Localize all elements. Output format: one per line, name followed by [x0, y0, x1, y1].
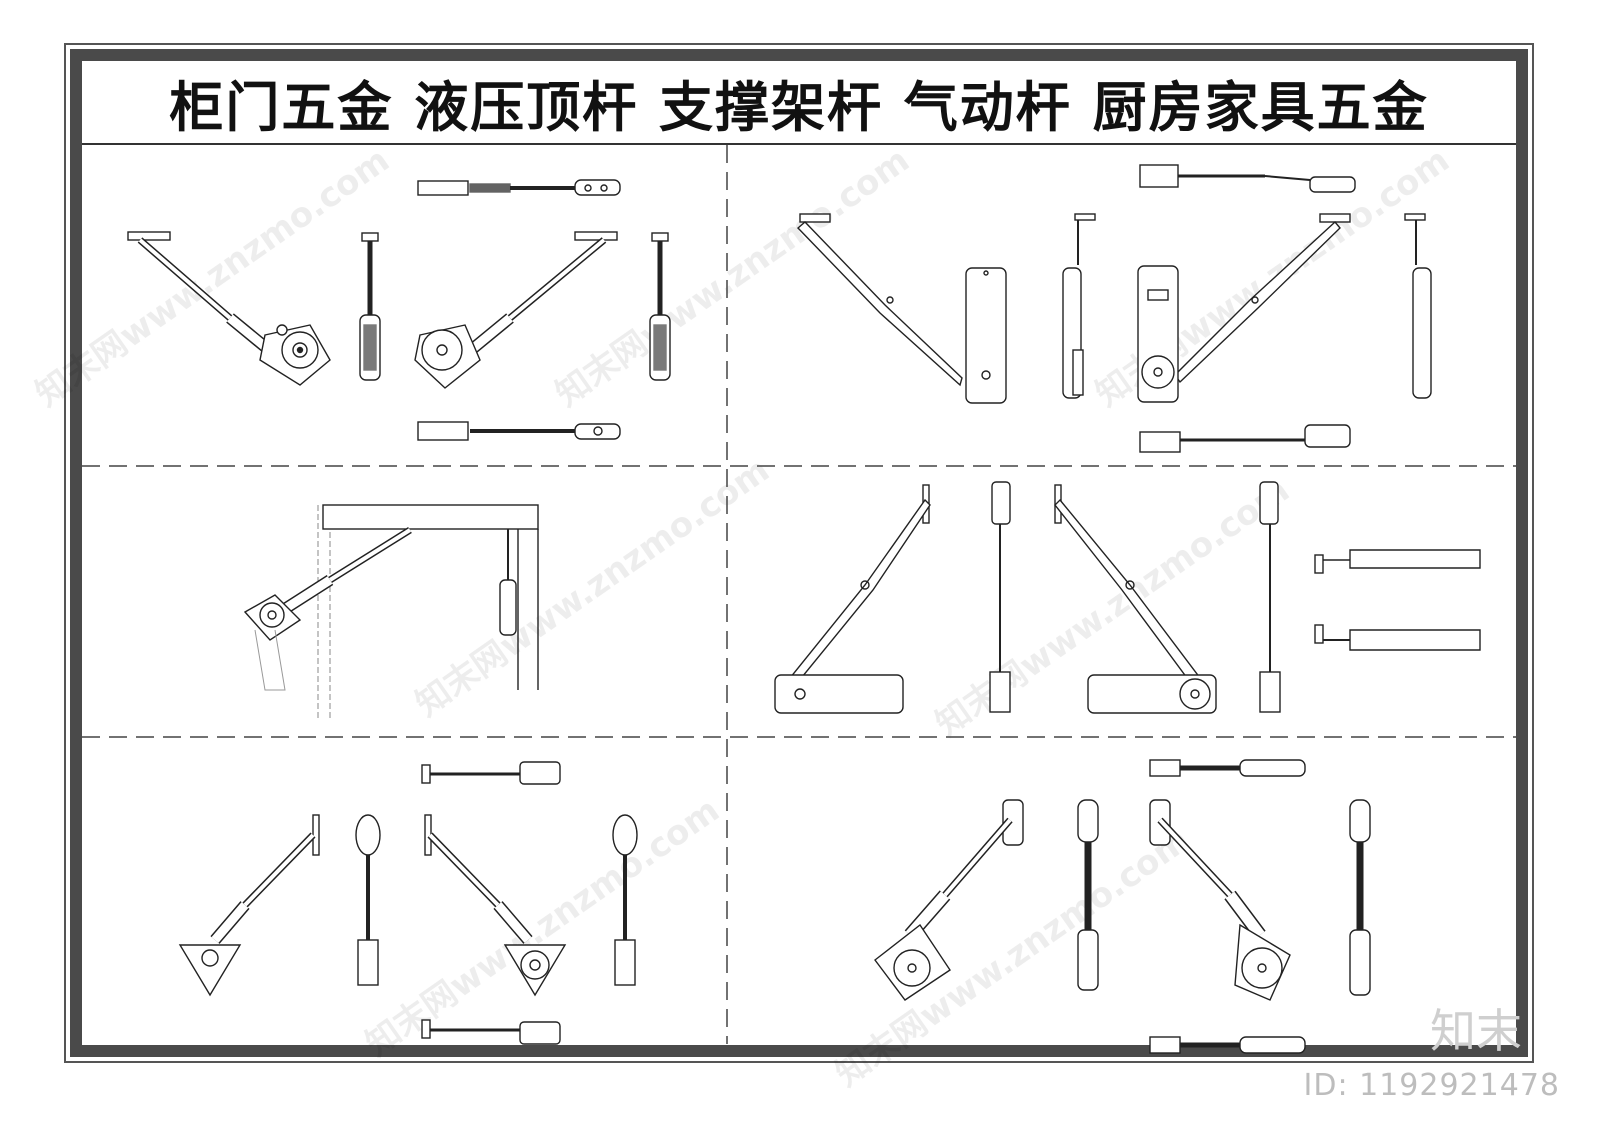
cabinet-top: [322, 504, 539, 530]
mount-plate: [127, 231, 171, 241]
panel-bottom-right: [874, 759, 1371, 1054]
panel-top-right: [796, 164, 1432, 453]
outer-frame: [64, 43, 1534, 1063]
panel-bottom-left: [178, 761, 638, 1045]
title-bar: 柜门五金 液压顶杆 支撑架杆 气动杆 厨房家具五金: [82, 61, 1516, 145]
panel-top-left: [127, 179, 671, 441]
panel-middle-left: [243, 504, 539, 720]
sheet-title: 柜门五金 液压顶杆 支撑架杆 气动杆 厨房家具五金: [169, 75, 1429, 139]
panel-middle-right: [774, 481, 1481, 714]
section-dividers: [82, 145, 1516, 1044]
image-id-label: ID: 1192921478: [1303, 1068, 1560, 1103]
brand-logo: 知末: [1430, 1004, 1522, 1058]
